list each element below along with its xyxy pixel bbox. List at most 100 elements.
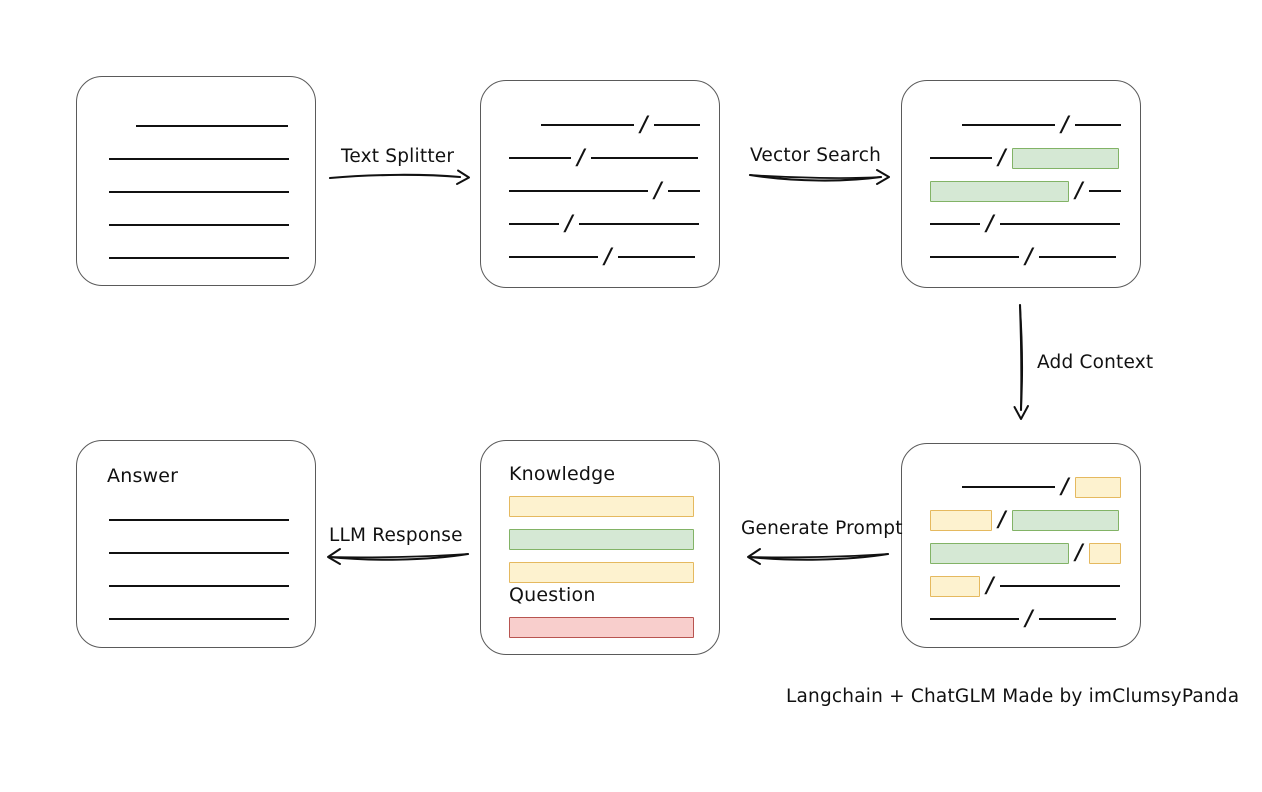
chunk-separator-slash: / <box>604 242 612 268</box>
edge-add-context <box>1012 303 1034 420</box>
chunk-separator-slash: / <box>986 209 994 235</box>
chunk-separator-slash: / <box>998 143 1006 169</box>
edge-label-llm-response: LLM Response <box>329 525 463 546</box>
text-row: / <box>930 242 1116 268</box>
text-row <box>109 542 289 564</box>
chunk-separator-slash: / <box>640 110 648 136</box>
text-line <box>541 124 634 126</box>
text-line <box>617 256 695 258</box>
node-context-added-chunks[interactable]: ///// <box>901 443 1141 648</box>
text-row <box>109 509 289 531</box>
chunk-separator-slash: / <box>1075 176 1083 202</box>
prompt-bar-yellow <box>509 496 694 517</box>
highlight-chip-green <box>930 180 1069 202</box>
highlight-chip-yellow <box>1088 542 1121 564</box>
context-added-rows: ///// <box>902 444 1140 647</box>
chunk-separator-slash: / <box>986 571 994 597</box>
chunk-separator-slash: / <box>1025 604 1033 630</box>
text-line <box>578 223 699 225</box>
edge-label-generate-prompt: Generate Prompt <box>741 518 903 539</box>
edge-generate-prompt <box>740 546 890 568</box>
edge-label-text-splitter: Text Splitter <box>341 146 455 167</box>
text-line <box>1088 190 1121 192</box>
node-generated-prompt[interactable]: Knowledge Question <box>480 440 720 655</box>
text-line <box>109 552 289 554</box>
question-bars <box>481 441 719 654</box>
prompt-bar-yellow <box>509 562 694 583</box>
edge-llm-response <box>320 546 470 568</box>
edge-label-add-context: Add Context <box>1037 352 1154 373</box>
text-line <box>590 157 698 159</box>
text-row: / <box>509 146 698 169</box>
edge-vector-search <box>748 166 890 188</box>
text-row: / <box>541 110 700 136</box>
chunk-separator-slash: / <box>1061 472 1069 498</box>
text-row <box>109 181 289 203</box>
highlight-chip-green <box>930 542 1069 564</box>
vector-matches-rows: / / / / / <box>902 81 1140 287</box>
text-row: / <box>930 571 1120 597</box>
text-line <box>930 157 992 159</box>
edge-text-splitter <box>328 168 470 188</box>
split-chunks-rows: / / / / / <box>481 81 719 287</box>
answer-rows <box>77 441 315 647</box>
chunk-separator-slash: / <box>654 176 662 202</box>
text-line <box>109 224 289 226</box>
text-line <box>653 124 700 126</box>
text-line <box>509 256 598 258</box>
text-line <box>667 190 700 192</box>
footer-credit: Langchain + ChatGLM Made by imClumsyPand… <box>786 686 1240 707</box>
text-line <box>109 519 289 521</box>
edge-label-vector-search: Vector Search <box>750 145 881 166</box>
text-line <box>109 257 289 259</box>
node-llm-answer[interactable]: Answer <box>76 440 316 648</box>
knowledge-label: Knowledge <box>509 463 616 485</box>
text-line <box>109 158 289 160</box>
chunk-separator-slash: / <box>1025 242 1033 268</box>
question-label: Question <box>509 584 596 606</box>
text-row: / <box>509 176 700 202</box>
text-row: / <box>930 176 1121 202</box>
highlight-chip-green <box>1011 509 1119 531</box>
source-document-rows <box>77 77 315 285</box>
text-line <box>930 223 980 225</box>
text-row <box>109 148 289 170</box>
knowledge-bars <box>481 441 719 654</box>
text-row: / <box>930 604 1116 630</box>
text-row <box>109 575 289 597</box>
chunk-separator-slash: / <box>1061 110 1069 136</box>
text-line <box>962 486 1055 488</box>
text-line <box>999 223 1120 225</box>
text-line <box>1038 618 1116 620</box>
prompt-bar-red <box>509 617 694 638</box>
text-row: / <box>509 242 695 268</box>
text-row: / <box>930 209 1120 235</box>
text-line <box>136 125 288 127</box>
highlight-chip-yellow <box>930 509 992 531</box>
text-row <box>109 247 289 269</box>
text-line <box>1038 256 1116 258</box>
text-line <box>1074 124 1121 126</box>
text-row: / <box>962 472 1121 498</box>
prompt-bar-green <box>509 529 694 550</box>
text-row: / <box>930 143 1119 169</box>
node-vector-search-matches[interactable]: / / / / / <box>901 80 1141 288</box>
text-row <box>109 214 289 236</box>
node-source-document[interactable] <box>76 76 316 286</box>
chunk-separator-slash: / <box>565 209 573 235</box>
text-line <box>509 223 559 225</box>
text-line <box>930 618 1019 620</box>
text-line <box>999 585 1120 587</box>
text-row: / <box>509 209 699 235</box>
answer-label: Answer <box>107 465 179 487</box>
chunk-separator-slash: / <box>998 505 1006 531</box>
node-split-chunks[interactable]: / / / / / <box>480 80 720 288</box>
highlight-chip-yellow <box>930 575 980 597</box>
text-line <box>109 618 289 620</box>
highlight-chip-green <box>1011 147 1119 169</box>
text-row <box>136 115 288 137</box>
text-line <box>109 191 289 193</box>
text-row <box>109 608 289 630</box>
highlight-chip-yellow <box>1074 476 1121 498</box>
